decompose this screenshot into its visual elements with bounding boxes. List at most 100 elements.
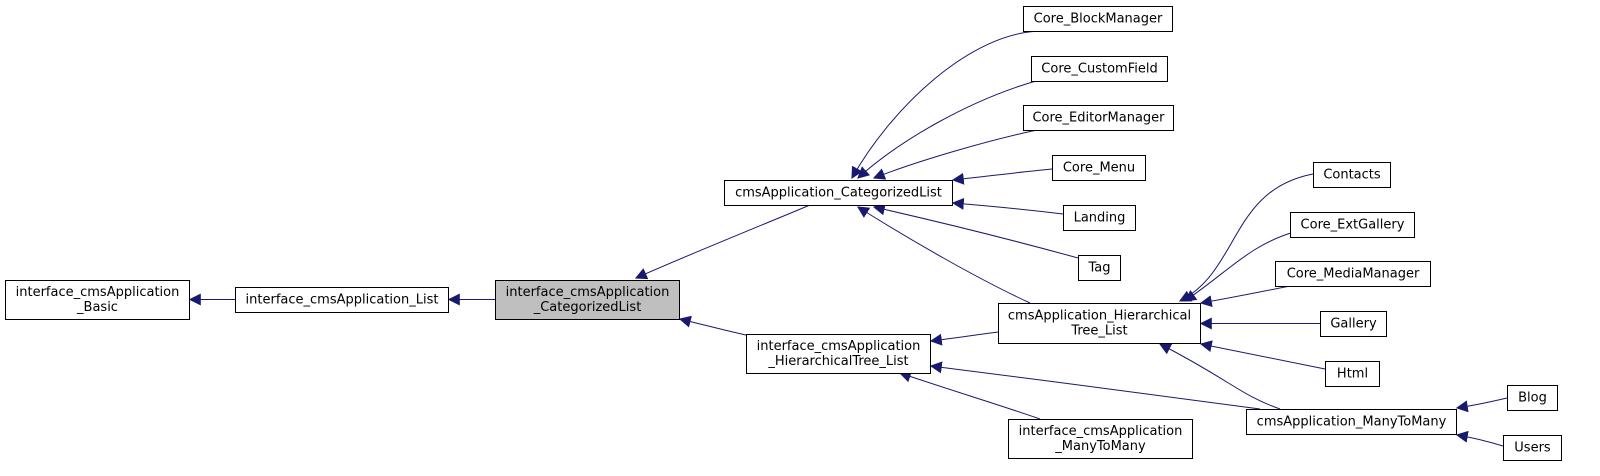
edge-html-to-htree xyxy=(1199,340,1326,370)
edge-line xyxy=(857,80,1037,179)
edge-blockmgr-to-catlist xyxy=(851,30,1044,180)
node-label: _CategorizedList xyxy=(533,300,642,315)
edge-contacts-to-htree xyxy=(1178,173,1314,302)
node-label: interface_cmsApplication xyxy=(16,285,180,300)
class-node-mediamgr[interactable]: Core_MediaManager xyxy=(1275,261,1431,287)
node-label: Core_EditorManager xyxy=(1032,111,1165,126)
class-node-menu[interactable]: Core_Menu xyxy=(1052,155,1146,181)
node-label: Users xyxy=(1514,441,1551,456)
node-box xyxy=(1325,361,1380,387)
edge-line xyxy=(634,204,811,280)
edge-editormgr-to-catlist xyxy=(872,129,1038,180)
edge-line xyxy=(851,30,1044,180)
edge-line xyxy=(1184,231,1295,302)
edge-blog-to-m2m xyxy=(1455,397,1508,413)
node-label: Gallery xyxy=(1330,317,1377,332)
edge-htree_iface-to-catlist_iface xyxy=(678,315,747,336)
node-label: _Basic xyxy=(76,300,118,315)
class-node-editormgr[interactable]: Core_EditorManager xyxy=(1023,105,1174,131)
edge-extgallery-to-htree xyxy=(1184,231,1295,302)
edge-line xyxy=(898,370,1041,420)
node-label: Html xyxy=(1337,367,1368,382)
node-label: Core_MediaManager xyxy=(1287,267,1420,282)
edge-catlist-to-catlist_iface xyxy=(634,204,811,280)
node-box xyxy=(5,280,190,320)
class-node-catlist[interactable]: cmsApplication_CategorizedList xyxy=(724,180,953,206)
node-box xyxy=(235,287,449,313)
node-label: cmsApplication_CategorizedList xyxy=(735,186,942,201)
node-label: interface_cmsApplication xyxy=(757,339,921,354)
edge-line xyxy=(1199,285,1291,308)
class-node-catlist_iface[interactable]: interface_cmsApplication_CategorizedList xyxy=(495,280,680,320)
node-label: interface_cmsApplication xyxy=(506,285,670,300)
class-node-extgallery[interactable]: Core_ExtGallery xyxy=(1290,212,1415,238)
node-box xyxy=(1503,435,1562,461)
edge-line xyxy=(1158,343,1281,410)
edge-line xyxy=(872,203,1079,259)
node-box xyxy=(1246,409,1457,435)
node-box xyxy=(746,334,931,374)
node-label: Contacts xyxy=(1323,168,1381,183)
node-box xyxy=(1320,311,1387,337)
edge-m2m_iface-to-htree_iface xyxy=(898,370,1041,420)
node-label: Tag xyxy=(1087,261,1110,276)
edge-line xyxy=(929,361,1261,410)
edge-line xyxy=(951,168,1053,185)
edge-line xyxy=(1455,397,1508,413)
edges xyxy=(188,30,1508,447)
node-box xyxy=(724,180,953,206)
node-box xyxy=(1023,105,1174,131)
node-label: interface_cmsApplication_List xyxy=(246,293,439,308)
edge-landing-to-catlist xyxy=(951,197,1064,215)
node-label: _HierarchicalTree_List xyxy=(767,354,908,369)
class-node-m2m_iface[interactable]: interface_cmsApplication_ManyToMany xyxy=(1008,419,1193,459)
edge-m2m-to-htree_iface xyxy=(929,361,1261,410)
class-node-list[interactable]: interface_cmsApplication_List xyxy=(235,287,449,313)
class-node-htree_iface[interactable]: interface_cmsApplication_HierarchicalTre… xyxy=(746,334,931,374)
edge-line xyxy=(872,129,1038,180)
node-label: Landing xyxy=(1074,211,1126,226)
node-box xyxy=(1063,205,1136,231)
node-box xyxy=(1290,212,1415,238)
class-node-basic[interactable]: interface_cmsApplication_Basic xyxy=(5,280,190,320)
node-box xyxy=(1008,419,1193,459)
edge-line xyxy=(1178,173,1314,302)
node-box xyxy=(1078,255,1121,281)
edge-line xyxy=(856,206,1031,304)
edge-line xyxy=(951,197,1064,215)
node-label: Core_ExtGallery xyxy=(1301,218,1405,233)
edge-htree-to-catlist xyxy=(856,206,1031,304)
edge-users-to-m2m xyxy=(1455,430,1504,447)
class-node-gallery[interactable]: Gallery xyxy=(1320,311,1387,337)
class-node-m2m[interactable]: cmsApplication_ManyToMany xyxy=(1246,409,1457,435)
edge-line xyxy=(929,331,999,346)
edge-line xyxy=(1199,340,1326,370)
class-node-landing[interactable]: Landing xyxy=(1063,205,1136,231)
edge-mediamgr-to-htree xyxy=(1199,285,1291,308)
node-label: Core_BlockManager xyxy=(1034,12,1163,27)
edge-customfield-to-catlist xyxy=(857,80,1037,179)
class-node-tag[interactable]: Tag xyxy=(1078,255,1121,281)
edge-menu-to-catlist xyxy=(951,168,1053,185)
node-label: Core_Menu xyxy=(1063,161,1135,176)
class-node-contacts[interactable]: Contacts xyxy=(1313,162,1391,188)
node-label: Blog xyxy=(1518,391,1547,406)
node-label: interface_cmsApplication xyxy=(1019,424,1183,439)
class-node-customfield[interactable]: Core_CustomField xyxy=(1031,56,1168,82)
node-label: Core_CustomField xyxy=(1041,62,1157,77)
class-node-htree[interactable]: cmsApplication_HierarchicalTree_List xyxy=(998,303,1201,344)
class-node-users[interactable]: Users xyxy=(1503,435,1562,461)
class-node-blockmgr[interactable]: Core_BlockManager xyxy=(1023,6,1173,32)
node-label: cmsApplication_Hierarchical xyxy=(1008,309,1191,324)
node-box xyxy=(1313,162,1391,188)
node-label: Tree_List xyxy=(1070,324,1127,339)
node-box xyxy=(998,303,1201,344)
node-box xyxy=(1023,6,1173,32)
class-node-html[interactable]: Html xyxy=(1325,361,1380,387)
edge-m2m-to-htree xyxy=(1158,343,1281,410)
edge-tag-to-catlist xyxy=(872,203,1079,259)
class-node-blog[interactable]: Blog xyxy=(1507,385,1558,411)
edge-line xyxy=(678,315,747,336)
